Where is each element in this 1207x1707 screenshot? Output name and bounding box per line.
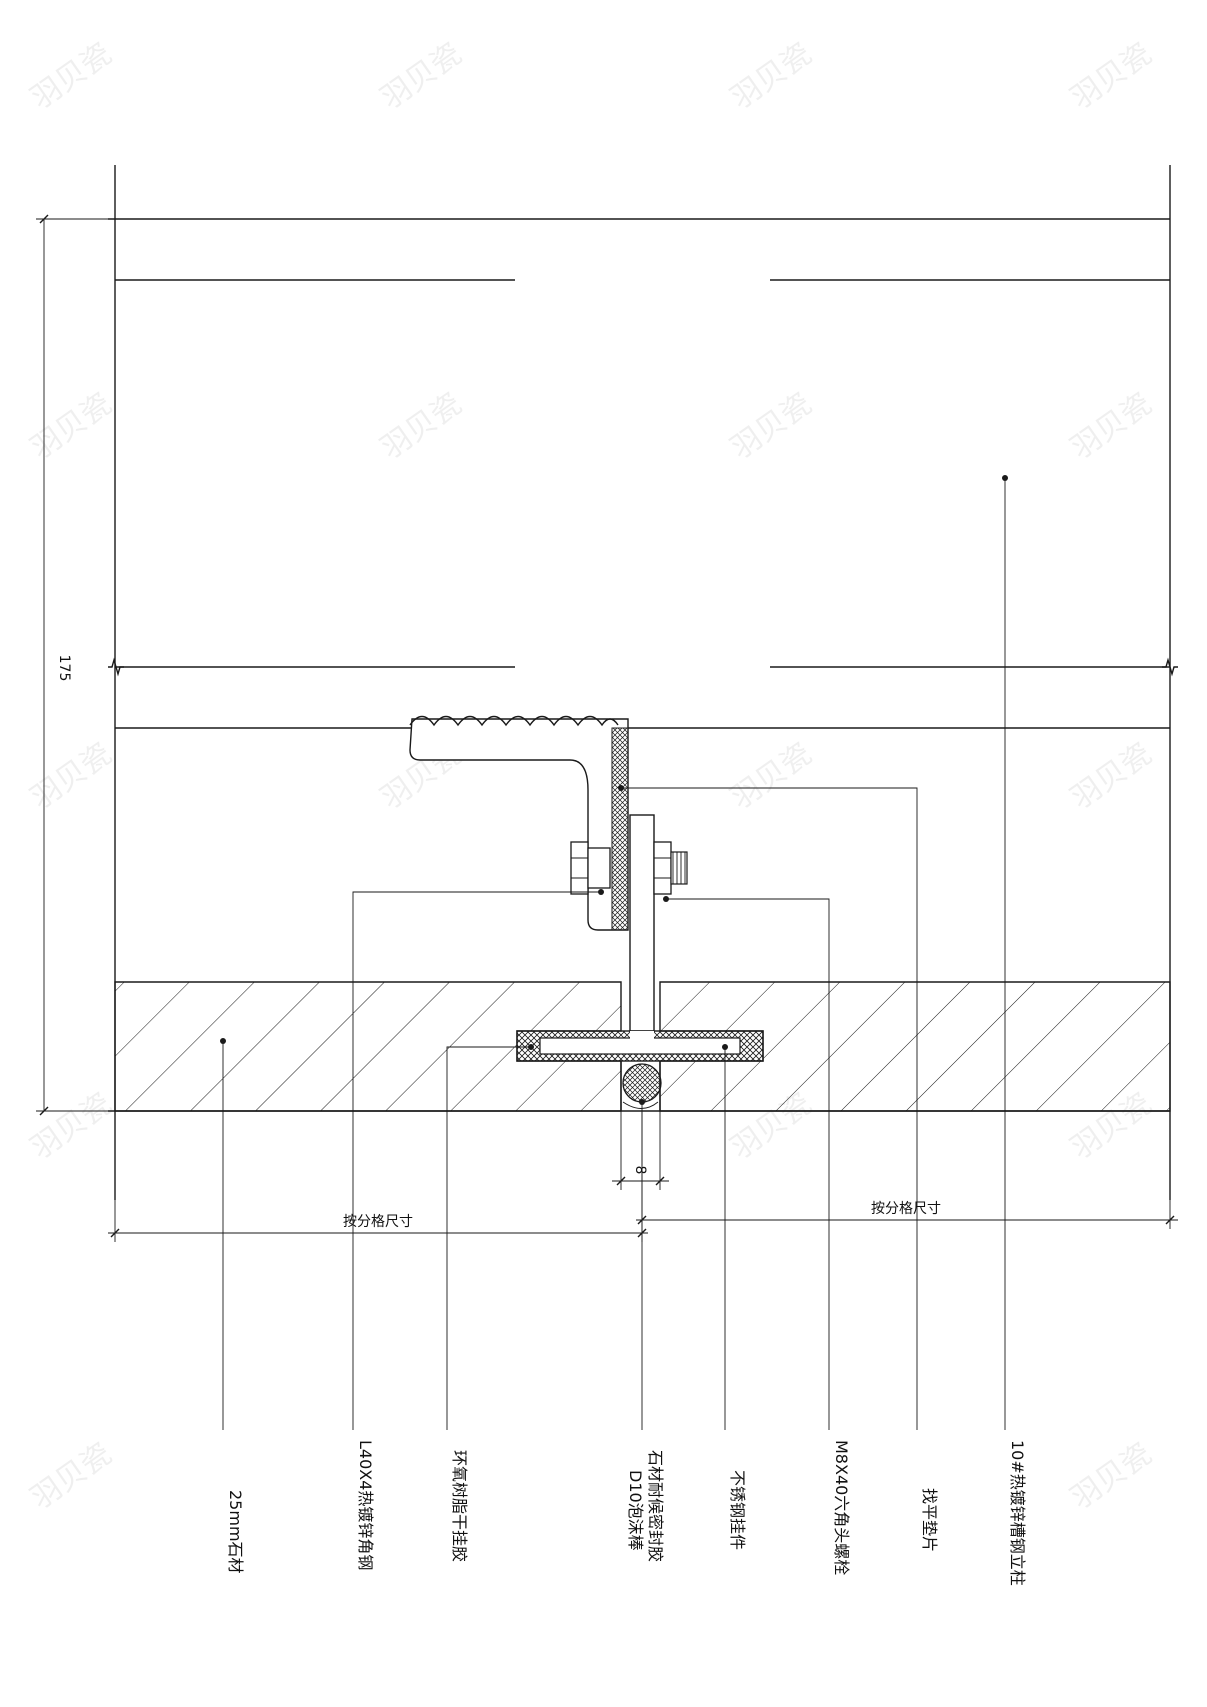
watermark: 羽贝瓷 xyxy=(725,386,819,466)
dimension-joint: 8 xyxy=(612,1111,669,1190)
dim-joint-width: 8 xyxy=(632,1166,648,1175)
watermark: 羽贝瓷 xyxy=(1065,1436,1159,1516)
watermark: 羽贝瓷 xyxy=(25,1436,119,1516)
dim-right-panel: 按分格尺寸 xyxy=(871,1201,941,1217)
watermark: 羽贝瓷 xyxy=(25,36,119,116)
label-epoxy: 环氧树脂干挂胶 xyxy=(450,1450,469,1562)
label-bolt: M8X40六角头螺栓 xyxy=(832,1440,851,1575)
dimension-vertical: 175 xyxy=(36,214,115,1116)
label-sealant: 石材耐候密封胶 xyxy=(646,1450,665,1562)
watermark: 羽贝瓷 xyxy=(1065,736,1159,816)
label-angle-steel: L40X4热镀锌角钢 xyxy=(356,1440,375,1570)
watermark: 羽贝瓷 xyxy=(725,36,819,116)
label-backer-rod: D10泡沫棒 xyxy=(626,1470,645,1551)
callout-labels: 25mm石材 L40X4热镀锌角钢 环氧树脂干挂胶 石材耐候密封胶 D10泡沫棒… xyxy=(226,1440,1027,1586)
watermark: 羽贝瓷 xyxy=(725,736,819,816)
watermark: 羽贝瓷 xyxy=(25,1086,119,1166)
dimension-horizontal: 按分格尺寸 按分格尺寸 xyxy=(108,1111,1178,1242)
weld-bead xyxy=(409,715,619,727)
watermark: 羽贝瓷 xyxy=(25,736,119,816)
label-channel-post: 10#热镀锌槽钢立柱 xyxy=(1008,1440,1027,1586)
dim-total-depth: 175 xyxy=(56,655,72,682)
label-shim: 找平垫片 xyxy=(920,1488,939,1552)
watermark: 羽贝瓷 xyxy=(375,386,469,466)
stone-panels xyxy=(108,981,1171,1112)
watermark: 羽贝瓷 xyxy=(1065,386,1159,466)
watermark: 羽贝瓷 xyxy=(1065,36,1159,116)
label-stainless-bracket: 不锈钢挂件 xyxy=(728,1470,747,1550)
joint-sealant xyxy=(620,1061,662,1111)
watermark: 羽贝瓷 xyxy=(25,386,119,466)
stainless-bracket xyxy=(516,814,764,1062)
label-stone: 25mm石材 xyxy=(226,1490,245,1574)
bolt-assembly xyxy=(570,841,688,895)
watermark: 羽贝瓷 xyxy=(375,36,469,116)
angle-steel xyxy=(409,715,629,931)
leader-lines xyxy=(220,475,1008,1430)
dim-left-panel: 按分格尺寸 xyxy=(343,1214,413,1230)
